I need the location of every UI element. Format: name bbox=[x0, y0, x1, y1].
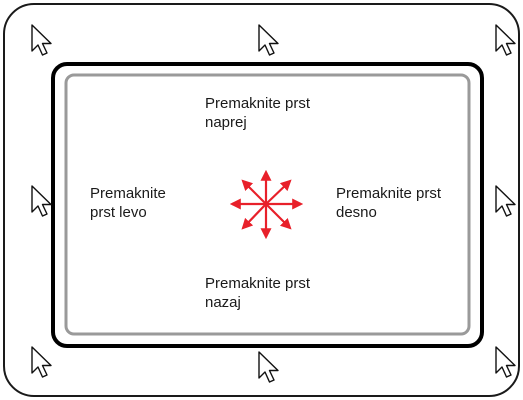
cursor-icon-top-center bbox=[258, 24, 279, 56]
move-arrows-icon bbox=[229, 169, 304, 240]
label-move-left-line1: Premaknite bbox=[90, 185, 166, 202]
cursor-icon-bottom-left bbox=[31, 346, 52, 378]
outer-border bbox=[3, 3, 520, 397]
label-move-forward: Premaknite prst naprej bbox=[205, 94, 310, 132]
label-move-back: Premaknite prst nazaj bbox=[205, 274, 310, 312]
label-move-back-line2: nazaj bbox=[205, 294, 241, 311]
cursor-icon-bottom-right bbox=[495, 346, 516, 378]
cursor-icon-middle-left bbox=[31, 185, 52, 217]
cursor-icon-top-left bbox=[31, 24, 52, 56]
label-move-forward-line1: Premaknite prst bbox=[205, 95, 311, 112]
cursor-icon-bottom-center bbox=[258, 351, 279, 383]
label-move-right-line1: Premaknite prst bbox=[336, 185, 442, 202]
label-move-left: Premaknite prst levo bbox=[90, 184, 166, 222]
label-move-right-line2: desno bbox=[336, 204, 377, 221]
label-move-back-line1: Premaknite prst bbox=[205, 275, 311, 292]
label-move-left-line2: prst levo bbox=[90, 204, 147, 221]
label-move-forward-line2: naprej bbox=[205, 114, 247, 131]
cursor-icon-top-right bbox=[495, 24, 516, 56]
label-move-right: Premaknite prst desno bbox=[336, 184, 441, 222]
cursor-icon-middle-right bbox=[495, 185, 516, 217]
